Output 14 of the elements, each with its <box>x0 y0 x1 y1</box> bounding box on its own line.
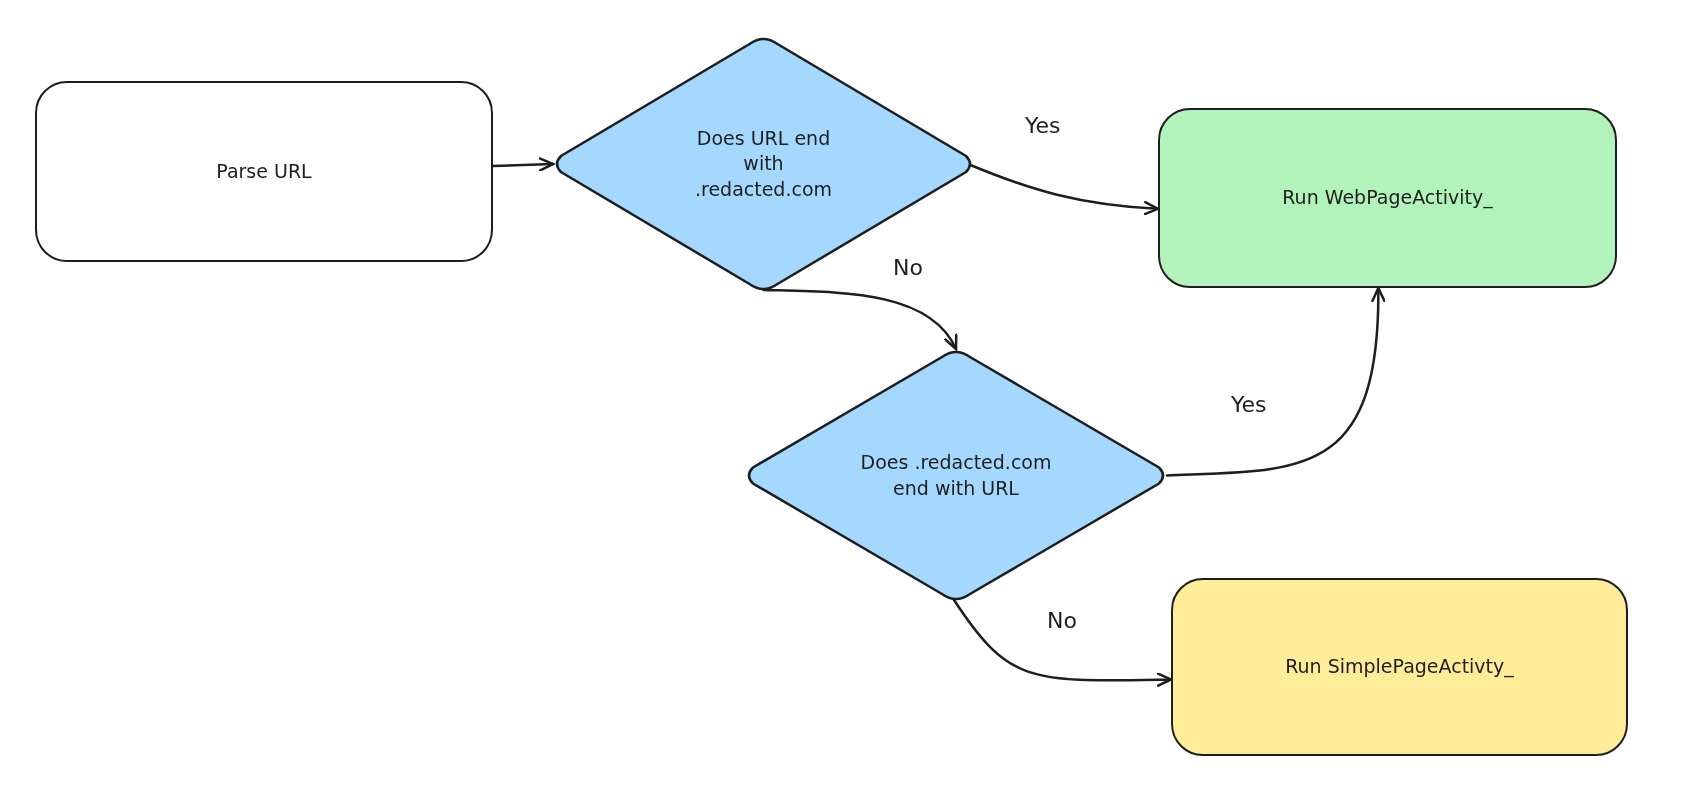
decision-diamond <box>553 38 974 290</box>
process-box <box>1171 578 1628 756</box>
node-text: Run SimplePageActivty_ <box>1285 654 1514 680</box>
node-text: Does URL end with .redacted.com <box>693 125 834 202</box>
decision-diamond <box>745 351 1167 600</box>
node-text: Run WebPageActivity_ <box>1282 185 1493 211</box>
arrow <box>762 288 958 351</box>
arrow <box>952 598 1173 687</box>
node-text: Does .redacted.com end with URL <box>859 449 1053 501</box>
arrow <box>491 157 555 172</box>
process-box <box>1158 108 1617 288</box>
arrow <box>1165 286 1386 477</box>
node-text: Parse URL <box>216 158 312 184</box>
process-box <box>35 81 493 262</box>
